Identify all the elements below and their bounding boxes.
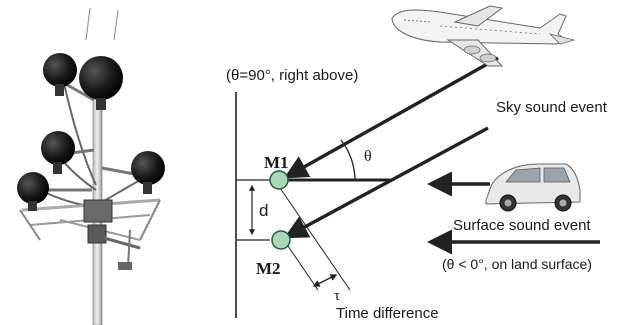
- delay-label: τ: [334, 288, 340, 304]
- angle-label: θ: [364, 148, 372, 165]
- wavefront-line-1: [279, 187, 351, 291]
- surface-note-label: (θ < 0°, on land surface): [442, 256, 592, 272]
- microphone-array-photo: [17, 7, 165, 325]
- sky-event-label: Sky sound event: [496, 99, 608, 116]
- sky-ray-m1: [283, 56, 499, 179]
- car-icon: [485, 163, 581, 212]
- zenith-note-label: (θ=90°, right above): [226, 67, 358, 84]
- microphone-m2: [271, 230, 291, 250]
- spacing-label: d: [259, 201, 268, 220]
- delay-arrow: [312, 274, 338, 287]
- m2-label: M2: [256, 259, 281, 278]
- airplane-icon: [391, 5, 576, 67]
- time-difference-label: Time difference: [336, 305, 439, 322]
- angle-arc: [340, 139, 356, 181]
- sky-ray-m2: [283, 126, 489, 239]
- m1-label: M1: [264, 153, 289, 172]
- surface-event-label: Surface sound event: [453, 217, 591, 234]
- wavefront-line-2: [287, 245, 319, 291]
- microphone-m1: [269, 170, 289, 190]
